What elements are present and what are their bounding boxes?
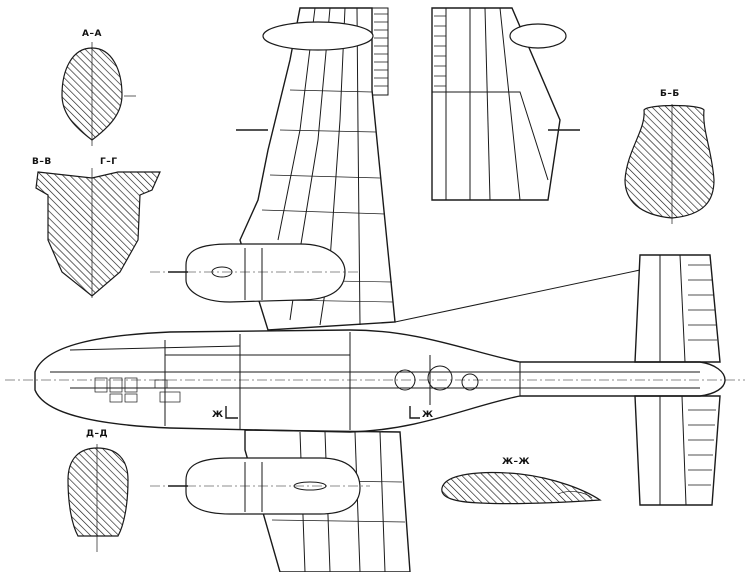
- cut-marker-zh-right: Ж: [422, 410, 434, 420]
- horizontal-tail: [394, 254, 721, 506]
- upper-wing-left-half: [236, 7, 396, 331]
- section-gg-label: Г–Г: [100, 157, 117, 167]
- section-bb-label: Б–Б: [660, 89, 680, 99]
- engine-nacelle-lower: [150, 457, 370, 515]
- tip-tank-left: [262, 21, 374, 51]
- section-dd: Д–Д: [67, 429, 129, 552]
- engine-nacelle-upper: [150, 243, 360, 303]
- section-aa-label: А–А: [82, 29, 102, 39]
- cut-marker-zh-left: Ж: [212, 410, 224, 420]
- section-zhzh: Ж–Ж: [441, 457, 602, 505]
- tip-tank-right: [509, 23, 567, 49]
- section-vv-gg: В–В Г–Г: [32, 157, 161, 298]
- fuselage: [5, 329, 745, 433]
- section-dd-label: Д–Д: [86, 429, 108, 439]
- upper-wing-right-fragment: [431, 7, 580, 201]
- section-bb: Б–Б: [624, 89, 715, 224]
- section-vv-label: В–В: [32, 157, 52, 167]
- section-zhzh-label: Ж–Ж: [502, 457, 530, 467]
- section-cut-markers: Ж Ж: [212, 406, 434, 420]
- section-aa: А–А: [61, 29, 136, 146]
